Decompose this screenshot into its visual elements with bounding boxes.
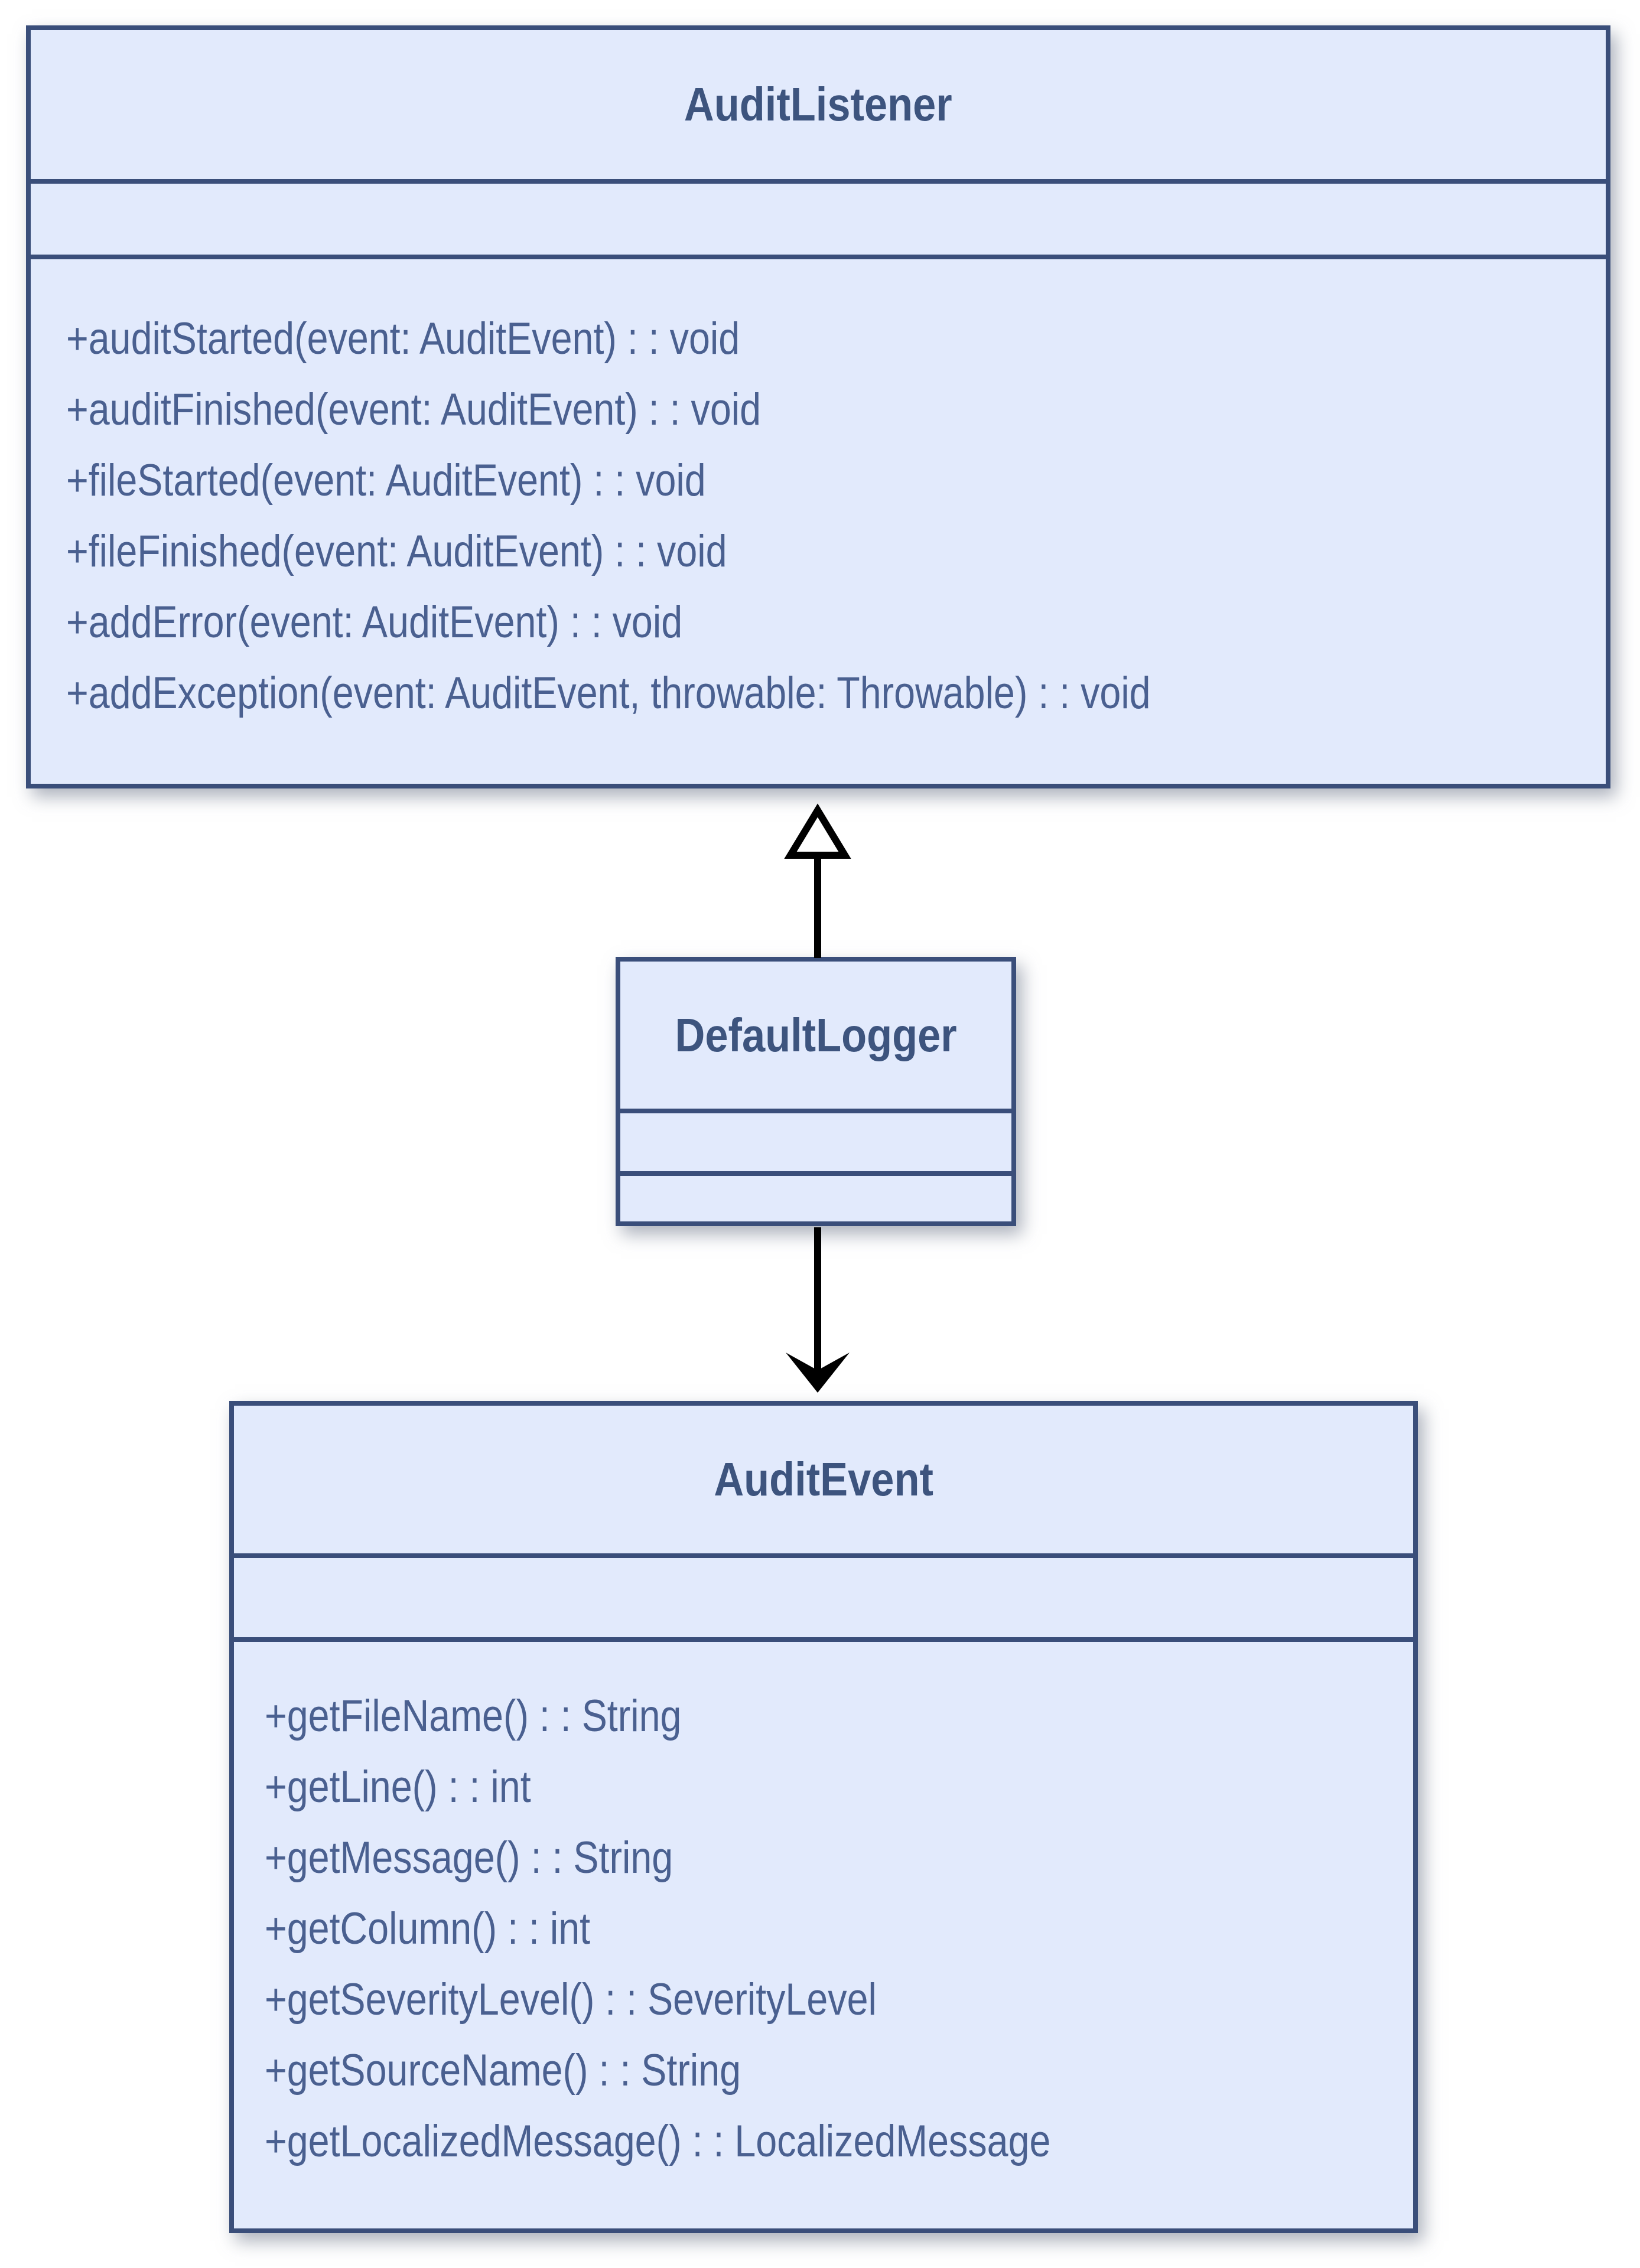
- method-item: +getColumn() : : int: [265, 1904, 591, 1954]
- attributes-compartment-empty: [31, 179, 1606, 255]
- method-item: +getFileName() : : String: [265, 1691, 682, 1741]
- hollow-triangle-arrowhead: [784, 803, 851, 859]
- class-box-auditevent: AuditEvent +getFileName() : : String +ge…: [229, 1401, 1418, 2233]
- method-item: +addError(event: AuditEvent) : : void: [66, 597, 683, 647]
- methods-compartment: +getFileName() : : String +getLine() : :…: [234, 1637, 1413, 2228]
- method-item: +getLine() : : int: [265, 1762, 531, 1812]
- class-title-compartment: AuditListener: [31, 30, 1606, 179]
- method-item: +getSourceName() : : String: [265, 2045, 741, 2096]
- class-title-compartment: DefaultLogger: [620, 962, 1011, 1109]
- attributes-compartment-empty: [234, 1553, 1413, 1637]
- method-item: +fileStarted(event: AuditEvent) : : void: [66, 455, 706, 506]
- method-item: +getMessage() : : String: [265, 1833, 673, 1883]
- methods-compartment: +auditStarted(event: AuditEvent) : : voi…: [31, 255, 1606, 784]
- class-name-auditlistener: AuditListener: [684, 78, 952, 131]
- association-arrow: [786, 1227, 850, 1393]
- methods-compartment-empty: [620, 1171, 1011, 1221]
- class-title-compartment: AuditEvent: [234, 1406, 1413, 1553]
- generalization-arrow: [784, 803, 851, 958]
- method-item: +auditStarted(event: AuditEvent) : : voi…: [66, 314, 740, 364]
- class-name-defaultlogger: DefaultLogger: [675, 1008, 957, 1061]
- method-item: +fileFinished(event: AuditEvent) : : voi…: [66, 526, 727, 576]
- method-item: +auditFinished(event: AuditEvent) : : vo…: [66, 384, 762, 435]
- class-name-auditevent: AuditEvent: [714, 1453, 933, 1506]
- attributes-compartment-empty: [620, 1109, 1011, 1171]
- method-item: +getSeverityLevel() : : SeverityLevel: [265, 1974, 877, 2025]
- method-item: +addException(event: AuditEvent, throwab…: [66, 668, 1151, 718]
- method-item: +getLocalizedMessage() : : LocalizedMess…: [265, 2116, 1051, 2166]
- class-box-auditlistener: AuditListener +auditStarted(event: Audit…: [26, 25, 1610, 788]
- class-box-defaultlogger: DefaultLogger: [616, 957, 1016, 1226]
- barbed-arrowhead: [786, 1353, 850, 1393]
